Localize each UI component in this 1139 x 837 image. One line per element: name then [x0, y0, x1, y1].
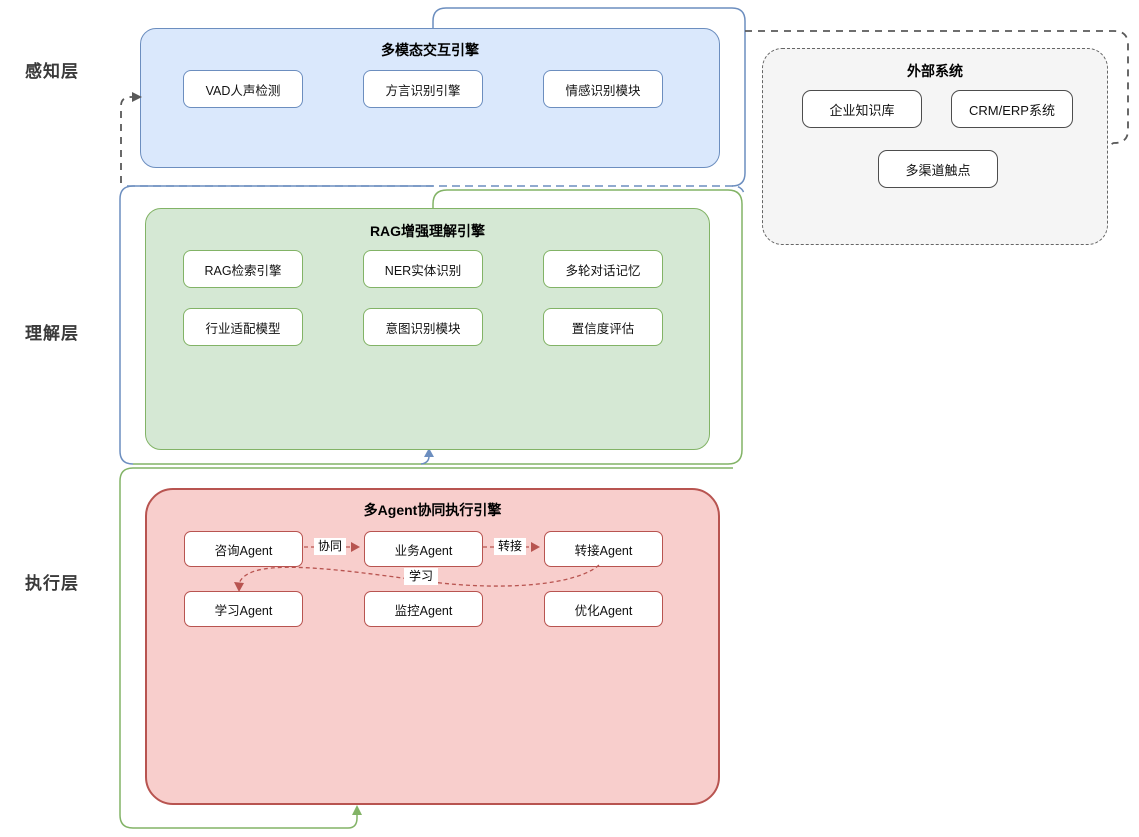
understanding-engine-box[interactable]: RAG增强理解引擎 RAG检索引擎 NER实体识别 多轮对话记忆 行业适配模型 …: [145, 208, 710, 450]
module-dialog-memory[interactable]: 多轮对话记忆: [543, 250, 663, 288]
layer-label-execution: 执行层: [25, 574, 79, 593]
blue-up-arrow-shaft: [420, 455, 430, 465]
layer-label-perception: 感知层: [25, 62, 79, 81]
perception-understanding-boundary-line: [127, 185, 745, 195]
module-rag-retrieval[interactable]: RAG检索引擎: [183, 250, 303, 288]
agent-transfer[interactable]: 转接Agent: [544, 531, 663, 567]
module-emotion[interactable]: 情感识别模块: [543, 70, 663, 108]
agent-learn[interactable]: 学习Agent: [184, 591, 303, 627]
perception-engine-box[interactable]: 多模态交互引擎 VAD人声检测 方言识别引擎 情感识别模块: [140, 28, 720, 168]
external-system-box[interactable]: 外部系统 企业知识库 CRM/ERP系统 多渠道触点: [762, 48, 1108, 245]
agent-optimize[interactable]: 优化Agent: [544, 591, 663, 627]
perception-engine-title: 多模态交互引擎: [381, 42, 479, 58]
external-system-title: 外部系统: [907, 63, 963, 79]
execution-upper-band-outline: [133, 189, 743, 465]
edge-label-collaborate: 协同: [314, 538, 346, 555]
ext-channels[interactable]: 多渠道触点: [878, 150, 998, 188]
module-dialect[interactable]: 方言识别引擎: [363, 70, 483, 108]
agent-consult[interactable]: 咨询Agent: [184, 531, 303, 567]
module-intent[interactable]: 意图识别模块: [363, 308, 483, 346]
execution-engine-box[interactable]: 多Agent协同执行引擎 咨询Agent 业务Agent 转接Agent 学习A…: [145, 488, 720, 805]
agent-business[interactable]: 业务Agent: [364, 531, 483, 567]
edge-label-transfer: 转接: [494, 538, 526, 555]
ext-knowledge-base[interactable]: 企业知识库: [802, 90, 922, 128]
layer-label-understanding: 理解层: [25, 324, 79, 343]
module-industry-model[interactable]: 行业适配模型: [183, 308, 303, 346]
ext-crm-erp[interactable]: CRM/ERP系统: [951, 90, 1073, 128]
understanding-container-outline: [119, 185, 433, 465]
module-ner[interactable]: NER实体识别: [363, 250, 483, 288]
execution-container-outline: [119, 467, 733, 829]
understanding-engine-title: RAG增强理解引擎: [369, 223, 486, 239]
execution-engine-title: 多Agent协同执行引擎: [363, 502, 502, 518]
perception-container-outline: [432, 7, 746, 187]
edge-label-learn: 学习: [404, 568, 438, 585]
module-vad[interactable]: VAD人声检测: [183, 70, 303, 108]
module-confidence[interactable]: 置信度评估: [543, 308, 663, 346]
blue-up-arrowhead: [424, 448, 434, 457]
green-up-arrowhead: [352, 805, 362, 815]
agent-monitor[interactable]: 监控Agent: [364, 591, 483, 627]
